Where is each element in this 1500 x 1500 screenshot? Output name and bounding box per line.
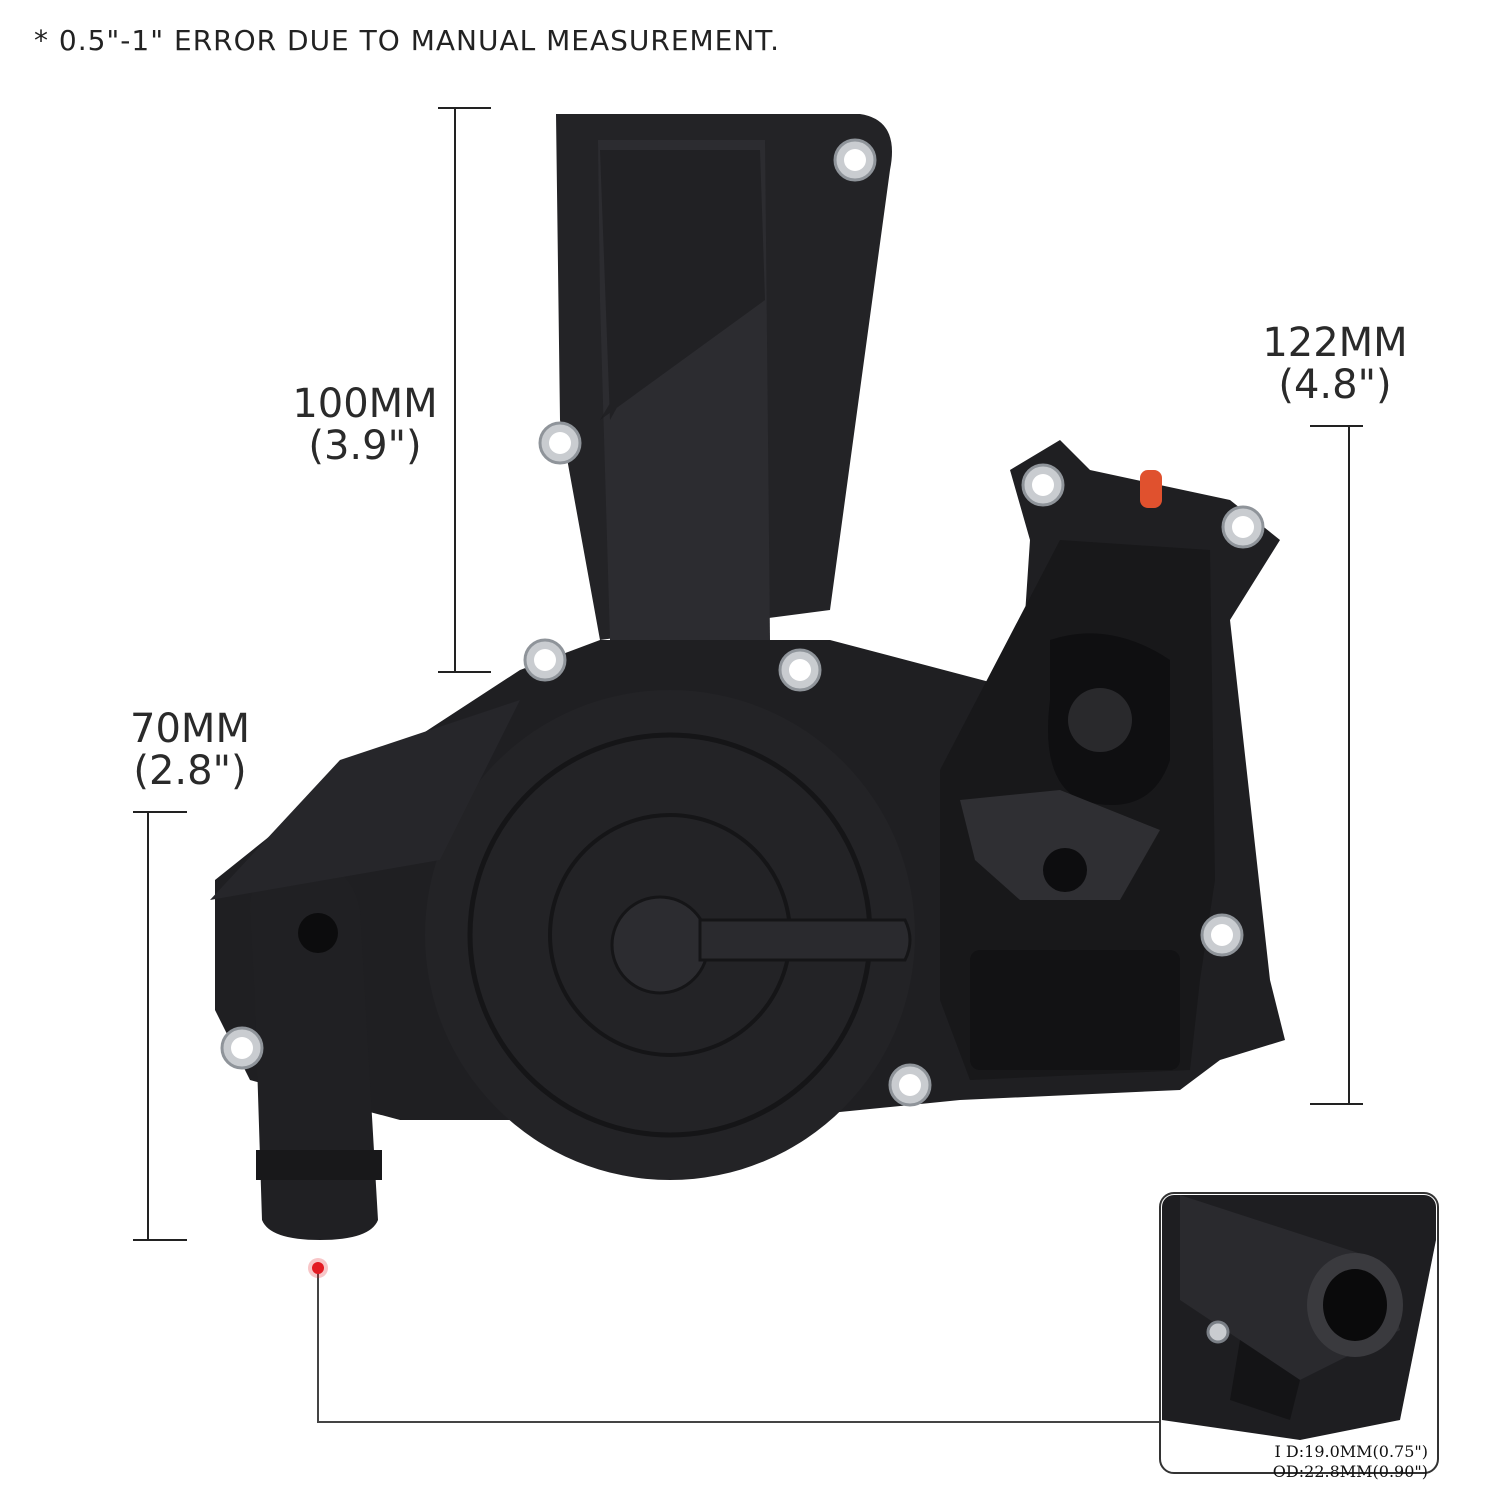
dimension-line-122mm <box>1310 425 1363 1105</box>
dimension-line-100mm <box>438 107 491 673</box>
callout-connector <box>317 1268 1160 1423</box>
dimension-label-122mm: 122MM (4.8") <box>1255 322 1415 406</box>
dimension-inch: (2.8") <box>133 748 247 794</box>
callout-marker <box>312 1262 324 1274</box>
dimension-mm: 100MM <box>292 381 438 427</box>
inset-detail-photo <box>1159 1192 1439 1474</box>
measurement-error-note: * 0.5"-1" ERROR DUE TO MANUAL MEASUREMEN… <box>34 24 780 57</box>
inner-diameter-label: I D:19.0MM(0.75") <box>1274 1442 1428 1461</box>
outer-diameter-label: OD:22.8MM(0.90") <box>1272 1462 1428 1481</box>
dimension-mm: 122MM <box>1262 320 1408 366</box>
pcv-valve-housing <box>210 114 1285 1240</box>
dimension-label-70mm: 70MM (2.8") <box>110 708 270 792</box>
dimension-line-70mm <box>133 811 187 1241</box>
dimension-inch: (3.9") <box>308 423 422 469</box>
dimension-inch: (4.8") <box>1278 362 1392 408</box>
dimension-mm: 70MM <box>130 706 250 752</box>
dimension-label-100mm: 100MM (3.9") <box>285 383 445 467</box>
inset-diameter-labels: I D:19.0MM(0.75") OD:22.8MM(0.90") <box>1250 1442 1428 1482</box>
